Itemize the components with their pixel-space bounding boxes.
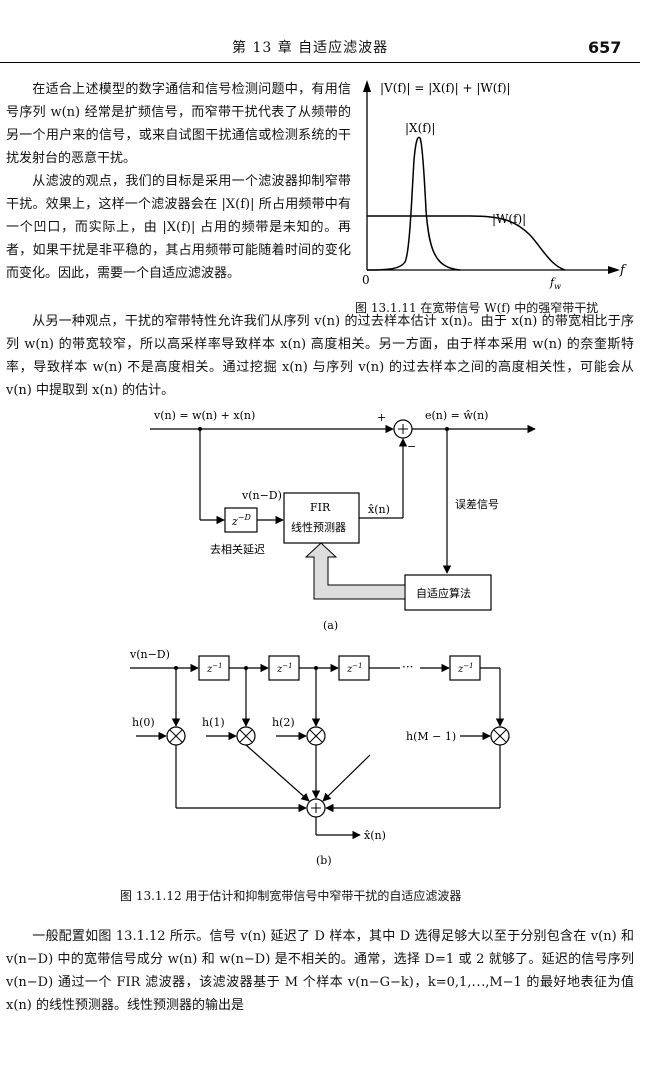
figure-13-1-12b: v(n−D) z−1 z−1 z−1 ··· z−1 h(0) h(1) h(2… xyxy=(129,648,510,867)
delayed-signal-label: v(n−D) xyxy=(241,489,282,502)
paragraph-3: 从另一种观点，干扰的窄带特性允许我们从序列 v(n) 的过去样本估计 x(n)。… xyxy=(6,314,634,398)
dots: ··· xyxy=(402,660,413,674)
tap-h0: h(0) xyxy=(132,716,155,729)
minus-sign: − xyxy=(407,440,416,453)
multiplier-m xyxy=(490,726,510,746)
output-b-label: x̂(n) xyxy=(364,829,386,842)
paragraph-4: 一般配置如图 13.1.12 所示。信号 v(n) 延迟了 D 样本，其中 D … xyxy=(6,929,634,1013)
output-label: e(n) = ŵ(n) xyxy=(425,409,488,422)
figure-13-1-11: |V(f)| = |X(f)| + |W(f)| |X(f)| |W(f)| 0… xyxy=(362,80,627,291)
tap-hm: h(M − 1) xyxy=(406,730,456,743)
label-wf: |W(f)| xyxy=(492,212,526,226)
estimate-label: x̂(n) xyxy=(368,503,390,516)
y-arrow xyxy=(363,80,371,92)
delay-caption: 去相关延迟 xyxy=(210,542,265,556)
label-f: f xyxy=(619,263,627,278)
label-origin: 0 xyxy=(362,273,370,287)
curve-xf xyxy=(366,136,461,271)
multiplier-0 xyxy=(166,726,186,746)
page-number: 657 xyxy=(588,38,622,57)
delay-1 xyxy=(198,655,230,681)
figure-13-1-12a: v(n) = w(n) + x(n) + − e(n) = ŵ(n) z−D 去… xyxy=(150,409,536,632)
tap-h2: h(2) xyxy=(272,716,295,729)
tap-h1: h(1) xyxy=(202,716,225,729)
curve-wf xyxy=(367,215,566,271)
paragraph-intro: 在适合上述模型的数字通信和信号检测问题中，有用信号序列 w(n) 经常是扩频信号… xyxy=(6,78,351,285)
sub-label-a: (a) xyxy=(323,619,338,632)
fir-label-2: 线性预测器 xyxy=(291,520,346,534)
plus-sign: + xyxy=(377,411,386,424)
delay-4 xyxy=(449,655,481,681)
adapt-box xyxy=(404,574,492,611)
label-xf: |X(f)| xyxy=(405,121,435,135)
label-fw: fw xyxy=(549,276,561,291)
fir-label-1: FIR xyxy=(310,501,331,514)
paragraph-2: 从滤波的观点，我们的目标是采用一个滤波器抑制窄带干扰。效果上，这样一个滤波器会在… xyxy=(6,174,351,281)
multiplier-1 xyxy=(236,726,256,746)
figure-11-caption: 图 13.1.11 在宽带信号 W(f) 中的强窄带干扰 xyxy=(355,301,599,315)
chapter-title: 第 13 章 自适应滤波器 xyxy=(232,40,389,56)
input-label: v(n) = w(n) + x(n) xyxy=(153,409,255,422)
fir-box xyxy=(283,492,360,544)
adapt-label: 自适应算法 xyxy=(416,586,471,600)
label-vf: |V(f)| = |X(f)| + |W(f)| xyxy=(380,81,511,95)
header-rule xyxy=(0,62,640,63)
x-arrow xyxy=(608,266,620,274)
error-label: 误差信号 xyxy=(455,497,499,511)
figure-12-caption: 图 13.1.12 用于估计和抑制宽带信号中窄带干扰的自适应滤波器 xyxy=(120,889,462,903)
feedback-arrow xyxy=(304,542,406,600)
input-b-label: v(n−D) xyxy=(129,648,170,661)
sub-label-b: (b) xyxy=(316,854,332,867)
paragraph-1: 在适合上述模型的数字通信和信号检测问题中，有用信号序列 w(n) 经常是扩频信号… xyxy=(6,82,351,166)
delay-box xyxy=(224,507,258,533)
page-header: 第 13 章 自适应滤波器 657 xyxy=(0,0,671,63)
delay-3 xyxy=(338,655,370,681)
multiplier-2 xyxy=(306,726,326,746)
